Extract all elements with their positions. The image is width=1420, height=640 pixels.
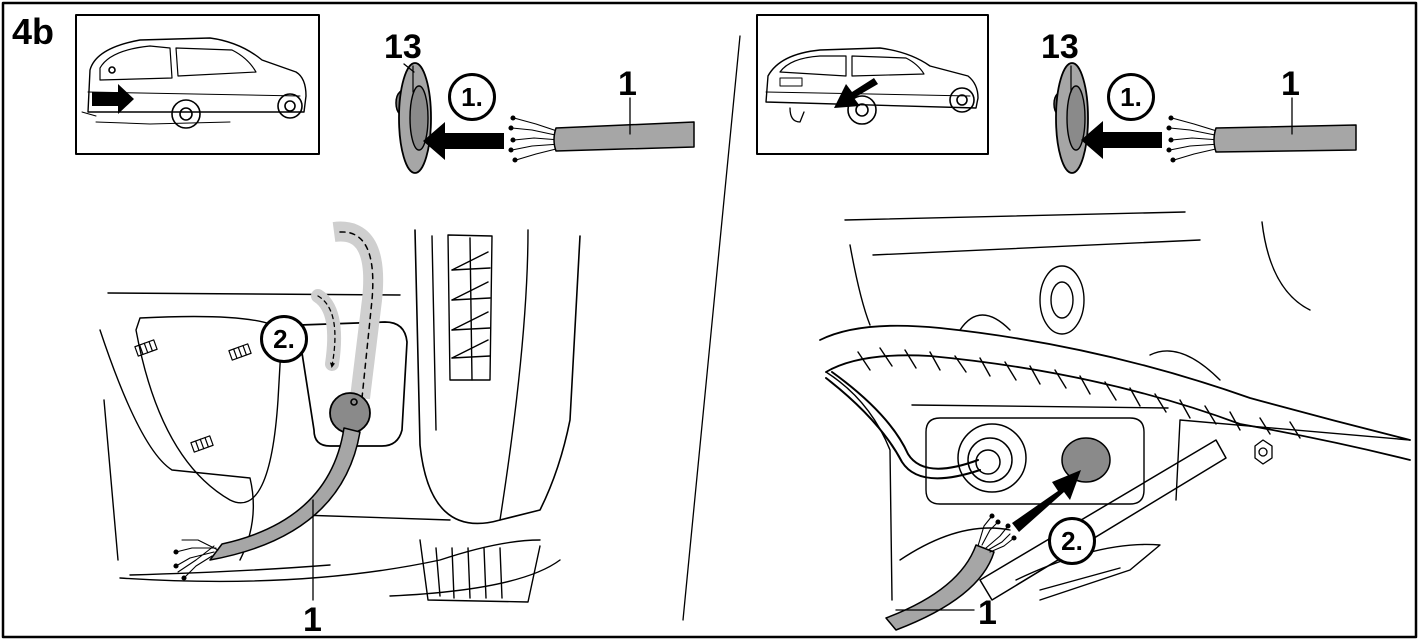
step-1-badge-right: 1. <box>1107 73 1155 121</box>
cable-label-left-top: 1 <box>618 65 637 103</box>
routing-dashed-arrow-3 <box>317 295 336 369</box>
figure-label: 4b <box>12 11 55 52</box>
grommet-label-right: 13 <box>1041 28 1079 66</box>
sedan-thumbnail <box>756 14 989 155</box>
bolts-left <box>134 339 252 453</box>
grommet-label-left: 13 <box>384 28 422 66</box>
hatchback-thumbnail <box>75 14 320 155</box>
cable-label-left-bottom: 1 <box>303 601 322 639</box>
push-arrow-right <box>1012 470 1081 532</box>
cable-wires-left-bottom <box>173 539 219 581</box>
cable-right-bottom <box>885 544 995 631</box>
panel-divider <box>682 35 741 621</box>
grommet-right <box>1053 62 1089 174</box>
insert-arrow-left <box>423 122 504 160</box>
target-hole-right <box>1061 437 1111 483</box>
routing-dashed-arrow <box>339 231 374 399</box>
cable-left-bottom <box>209 427 361 561</box>
cable-wires-left <box>508 115 561 163</box>
step-1-badge-left: 1. <box>448 73 496 121</box>
car-body-left <box>99 229 581 603</box>
cable-label-right-bottom: 1 <box>978 594 997 632</box>
step-2-badge-right: 2. <box>1048 517 1096 565</box>
grommet-installed-left-hole <box>350 398 358 406</box>
insert-arrow-right <box>1081 121 1162 159</box>
cable-wires-right-bottom <box>977 513 1017 553</box>
cable-left-top <box>553 121 695 152</box>
step-2-badge-left: 2. <box>260 315 308 363</box>
cable-label-right-top: 1 <box>1281 65 1300 103</box>
grommet-left <box>395 62 432 174</box>
cable-right-top <box>1213 124 1357 153</box>
side-rail <box>979 439 1227 601</box>
hex-nut <box>1254 439 1273 465</box>
car-body-right <box>819 211 1411 601</box>
existing-grommet-right <box>825 371 1027 493</box>
thumbnail-pointer-arrow-right <box>834 78 878 108</box>
grommet-installed-left <box>329 392 371 434</box>
routing-dashed-arrow-2 <box>311 289 342 371</box>
routing-path-guide <box>332 221 384 400</box>
cable-wires-right <box>1166 115 1221 163</box>
thumbnail-pointer-arrow <box>92 84 134 114</box>
